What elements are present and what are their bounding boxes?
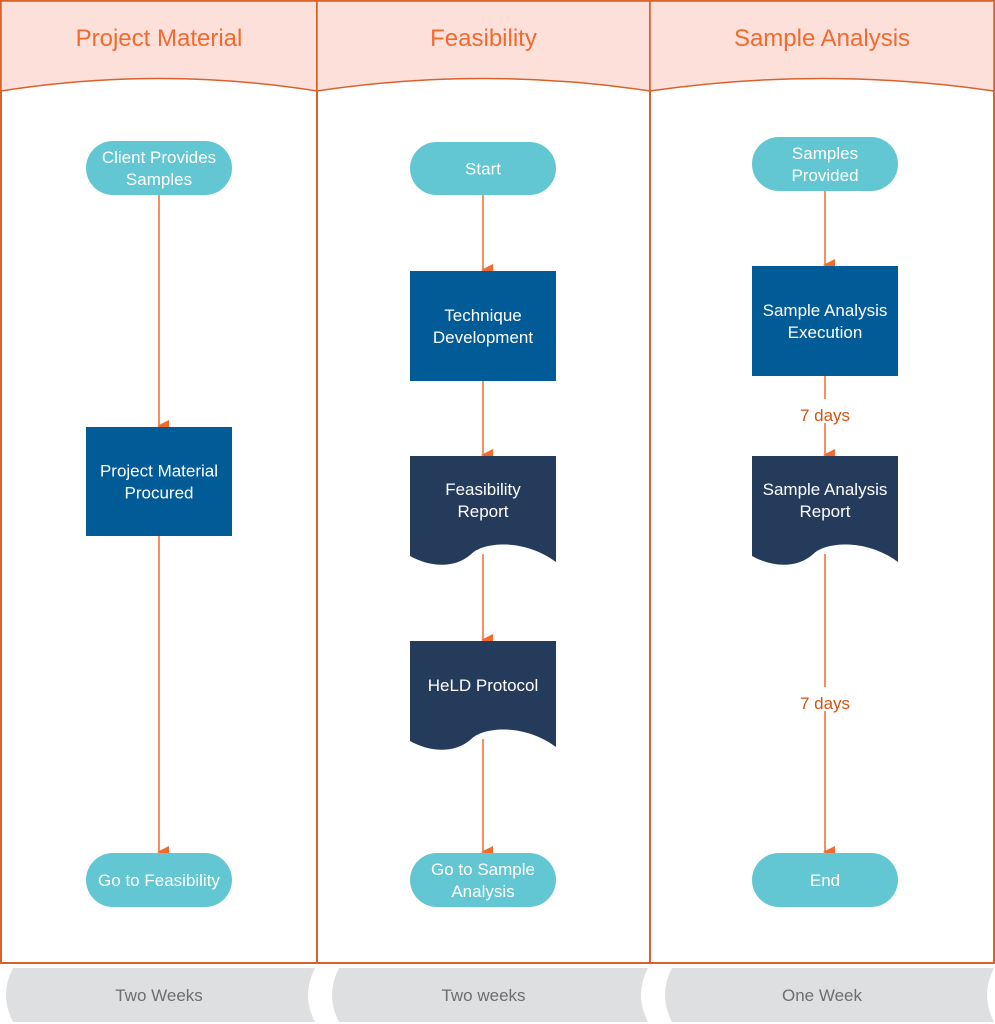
process-shape xyxy=(86,427,232,536)
document-shape xyxy=(752,456,898,565)
node-label: Sample Analysis xyxy=(763,480,888,499)
node-end: End xyxy=(752,853,898,907)
node-held-protocol: HeLD Protocol xyxy=(410,641,556,750)
node-label: Analysis xyxy=(451,882,514,901)
node-label: Project Material xyxy=(100,462,218,481)
node-label: End xyxy=(810,871,840,890)
node-label: Start xyxy=(465,160,501,179)
node-label: Samples xyxy=(126,170,192,189)
node-label: Development xyxy=(433,328,533,347)
duration-band xyxy=(6,968,315,1022)
duration-band xyxy=(332,968,648,1022)
node-go-to-feasibility: Go to Feasibility xyxy=(86,853,232,907)
node-start: Start xyxy=(410,142,556,195)
node-label: Go to Sample xyxy=(431,860,535,879)
duration-label: One Week xyxy=(782,986,863,1005)
lane-title: Sample Analysis xyxy=(734,25,910,52)
lane-title: Feasibility xyxy=(430,25,537,52)
lane-header xyxy=(649,0,995,92)
terminal-shape xyxy=(410,142,556,195)
terminal-shape xyxy=(410,853,556,907)
duration-band xyxy=(665,968,994,1022)
lane-header xyxy=(316,0,651,92)
node-label: Sample Analysis xyxy=(763,301,888,320)
edge-label: 7 days xyxy=(800,694,850,713)
node-label: Procured xyxy=(125,484,194,503)
node-label: Feasibility xyxy=(445,480,521,499)
terminal-shape xyxy=(752,853,898,907)
process-shape xyxy=(410,271,556,381)
process-shape xyxy=(752,266,898,376)
node-label: Report xyxy=(457,502,508,521)
terminal-shape xyxy=(752,137,898,191)
node-label: Client Provides xyxy=(102,148,216,167)
node-label: Provided xyxy=(791,166,858,185)
document-shape xyxy=(410,641,556,750)
terminal-shape xyxy=(86,141,232,195)
node-label: Execution xyxy=(788,323,863,342)
node-label: Go to Feasibility xyxy=(98,871,220,890)
document-shape xyxy=(410,456,556,565)
edge-label: 7 days xyxy=(800,406,850,425)
duration-label: Two Weeks xyxy=(115,986,203,1005)
lane-header xyxy=(0,0,318,92)
node-label: Samples xyxy=(792,144,858,163)
terminal-shape xyxy=(86,853,232,907)
node-label: Technique xyxy=(444,306,522,325)
node-label: HeLD Protocol xyxy=(428,676,539,695)
lane-title: Project Material xyxy=(76,25,243,52)
node-label: Report xyxy=(799,502,850,521)
duration-label: Two weeks xyxy=(441,986,525,1005)
